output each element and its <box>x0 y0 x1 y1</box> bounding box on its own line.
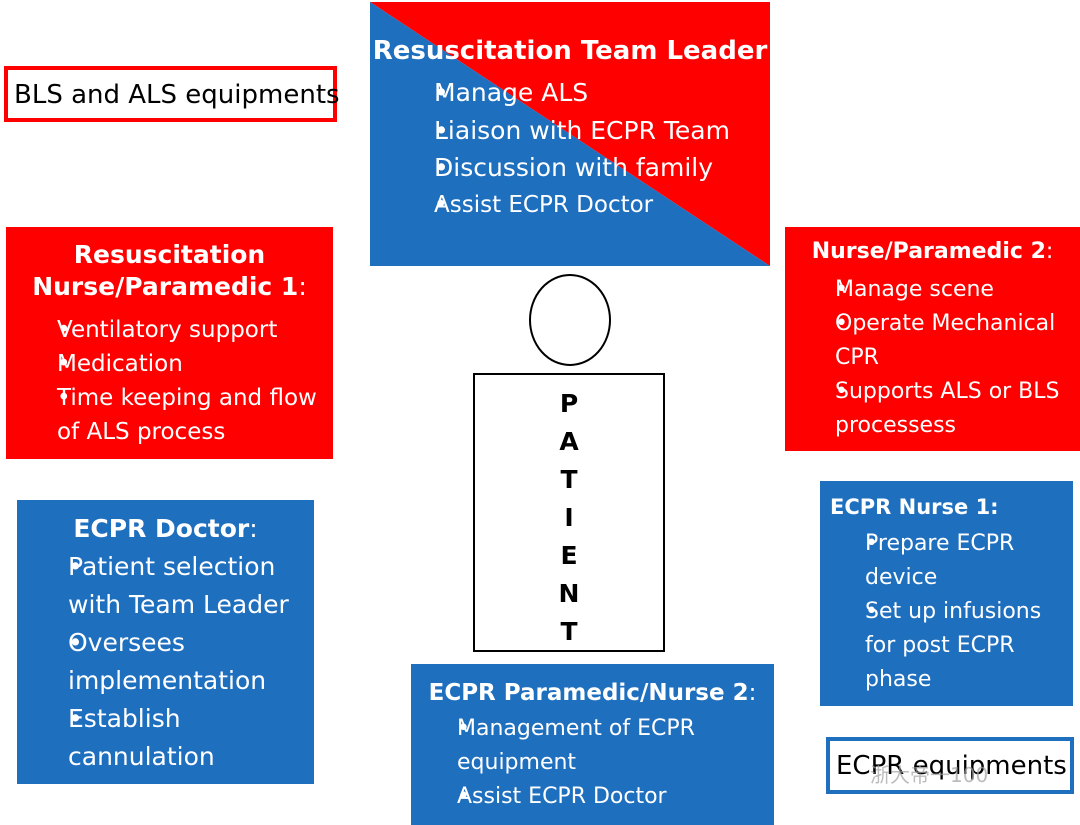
ecpr-nurse-1-list: Prepare ECPR device Set up infusions for… <box>828 527 1070 697</box>
ecpr-nurse-1-title: ECPR Nurse 1: <box>830 495 999 519</box>
list-item: Liaison with ECPR Team <box>398 112 730 150</box>
list-item: Prepare ECPR device <box>828 527 1070 595</box>
list-item: Ventilatory support <box>22 313 330 347</box>
list-item: Management of ECPR equipment <box>421 712 771 780</box>
patient-body: P A T I E N T <box>473 373 665 652</box>
nurse-paramedic-2-box: Nurse/Paramedic 2: Manage scene Operate … <box>785 227 1080 451</box>
list-item: Patient selection with Team Leader <box>31 548 313 624</box>
patient-label: P A T I E N T <box>558 389 580 646</box>
list-item: Set up infusions for post ECPR phase <box>828 595 1070 697</box>
list-item: Assist ECPR Doctor <box>398 187 730 225</box>
ecpr-paramedic-nurse-2-box: ECPR Paramedic/Nurse 2: Management of EC… <box>411 664 774 825</box>
ecpr-equipment-text: ECPR equipments <box>836 751 1067 781</box>
bls-als-equipment-label: BLS and ALS equipments <box>4 66 340 122</box>
ecpr-doctor-list: Patient selection with Team Leader Overs… <box>31 548 313 776</box>
list-item: Supports ALS or BLS processess <box>797 375 1079 443</box>
team-leader-list: Manage ALS Liaison with ECPR Team Discus… <box>398 74 730 224</box>
patient-head <box>529 274 611 366</box>
list-item: Discussion with family <box>398 149 730 187</box>
list-item: Manage scene <box>797 273 1079 307</box>
list-item: Manage ALS <box>398 74 730 112</box>
ecpr-paramedic-nurse-2-list: Management of ECPR equipment Assist ECPR… <box>421 712 771 814</box>
nurse-paramedic-1-box: Resuscitation Nurse/Paramedic 1: Ventila… <box>6 227 333 459</box>
ecpr-equipment-label: ECPR equipments 浙大帝一100 <box>826 737 1074 794</box>
bls-als-equipment-text: BLS and ALS equipments <box>14 80 340 110</box>
watermark: 浙大帝一100 <box>870 763 989 787</box>
ecpr-paramedic-nurse-2-title: ECPR Paramedic/Nurse 2: <box>428 680 757 706</box>
list-item: Medication <box>22 347 330 381</box>
team-leader-title: Resuscitation Team Leader <box>372 36 768 66</box>
nurse-paramedic-2-list: Manage scene Operate Mechanical CPR Supp… <box>797 273 1079 443</box>
list-item: Operate Mechanical CPR <box>797 307 1079 375</box>
ecpr-nurse-1-box: ECPR Nurse 1: Prepare ECPR device Set up… <box>820 481 1073 706</box>
ecpr-doctor-title: ECPR Doctor: <box>73 514 258 543</box>
team-leader-box: Resuscitation Team Leader Manage ALS Lia… <box>370 2 770 266</box>
list-item: Time keeping and flow of ALS process <box>22 381 330 449</box>
list-item: Assist ECPR Doctor <box>421 780 771 814</box>
nurse-paramedic-2-title: Nurse/Paramedic 2: <box>811 239 1054 264</box>
list-item: Oversees implementation <box>31 624 313 700</box>
nurse-paramedic-1-list: Ventilatory support Medication Time keep… <box>22 313 330 449</box>
ecpr-doctor-box: ECPR Doctor: Patient selection with Team… <box>17 500 314 784</box>
list-item: Establish cannulation <box>31 700 313 776</box>
nurse-paramedic-1-title: Resuscitation Nurse/Paramedic 1: <box>32 240 307 301</box>
